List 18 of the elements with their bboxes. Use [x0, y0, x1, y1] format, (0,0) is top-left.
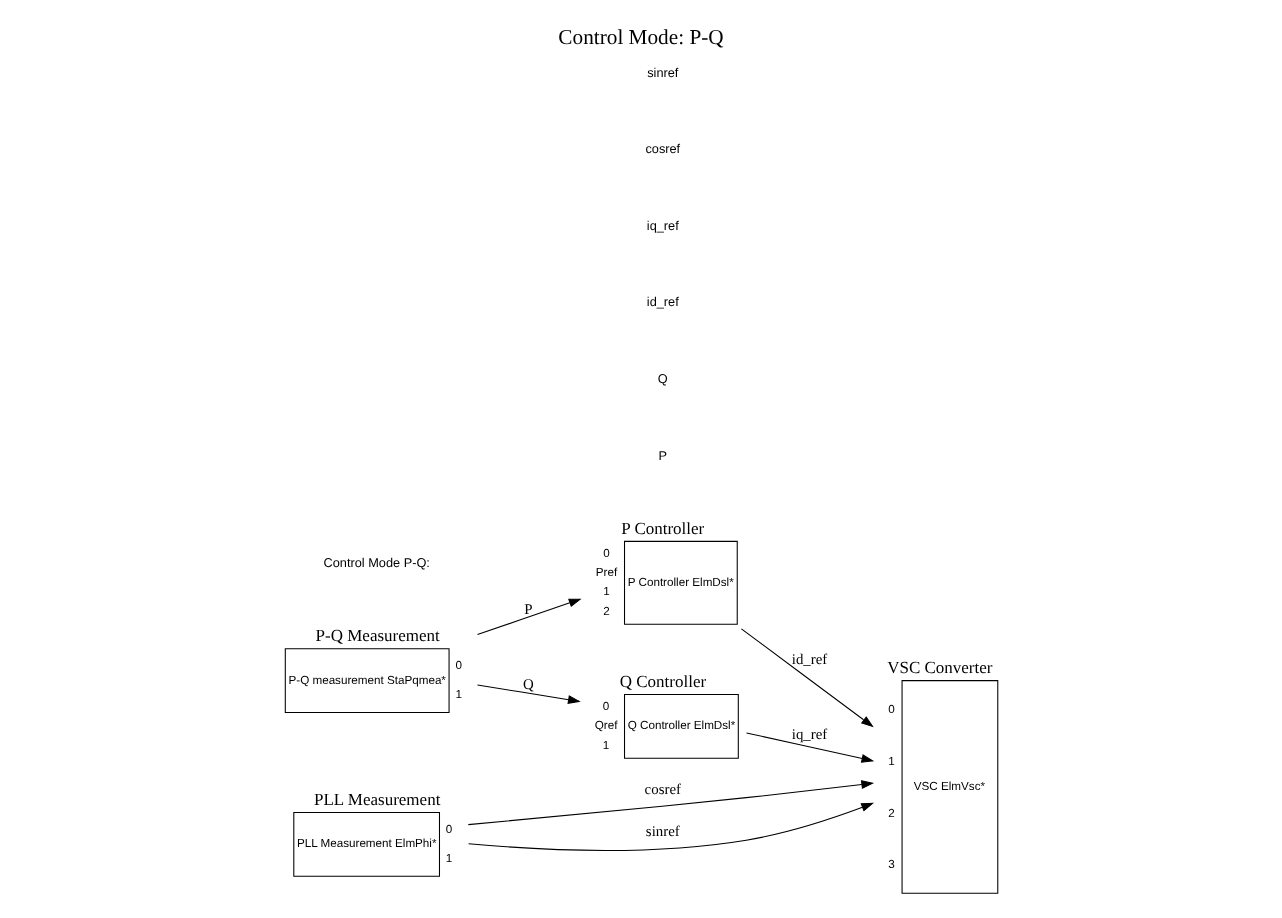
edge-label: iq_ref	[791, 724, 828, 743]
node-label: P-Q Measurement	[315, 624, 440, 645]
arrow	[467, 779, 875, 825]
arrow	[746, 731, 875, 762]
arrow	[477, 597, 582, 635]
node-label: P Controller	[621, 516, 705, 537]
edge-label: id_ref	[791, 648, 828, 667]
diagram-title: Control Mode: P-Q	[558, 26, 724, 49]
edge-label: P	[524, 598, 533, 617]
edge-label: sinref	[645, 821, 680, 840]
arrow	[468, 801, 874, 850]
node-label: VSC Converter	[887, 656, 993, 676]
edge-label: Q	[522, 674, 534, 693]
arrow	[740, 627, 874, 727]
node-label: PLL Measurement	[314, 787, 441, 808]
node-label: Q Controller	[619, 669, 707, 690]
arrow	[477, 683, 581, 704]
edge-label: cosref	[644, 778, 681, 797]
